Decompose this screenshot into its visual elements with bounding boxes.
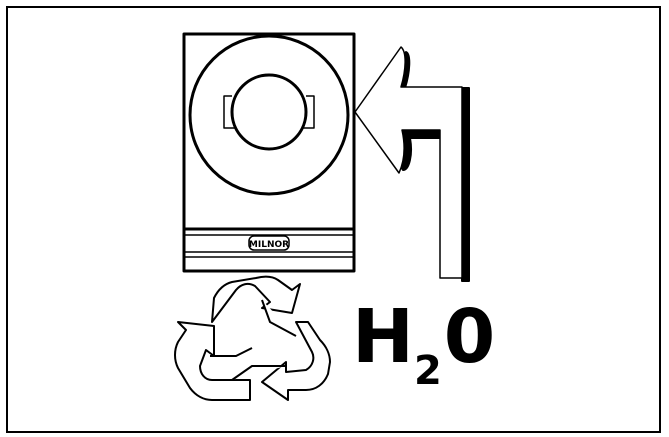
formula-rest: 0 [444,294,494,380]
recycle-arrow-top [212,277,300,322]
recycle-arrow-right [262,322,330,400]
recycle-arrow-left [175,322,250,400]
formula-element: H [352,294,412,380]
recycle-icon [175,277,330,400]
machine-badge: MILNOR [249,236,289,250]
machine-badge-text: MILNOR [249,240,289,250]
water-formula: H20 [352,300,512,400]
formula-subscript: 2 [414,348,442,394]
recycle-facet [210,348,252,356]
inlet-arrow-icon [355,47,469,281]
machine-door-window [232,75,306,149]
machine-door [190,36,348,194]
